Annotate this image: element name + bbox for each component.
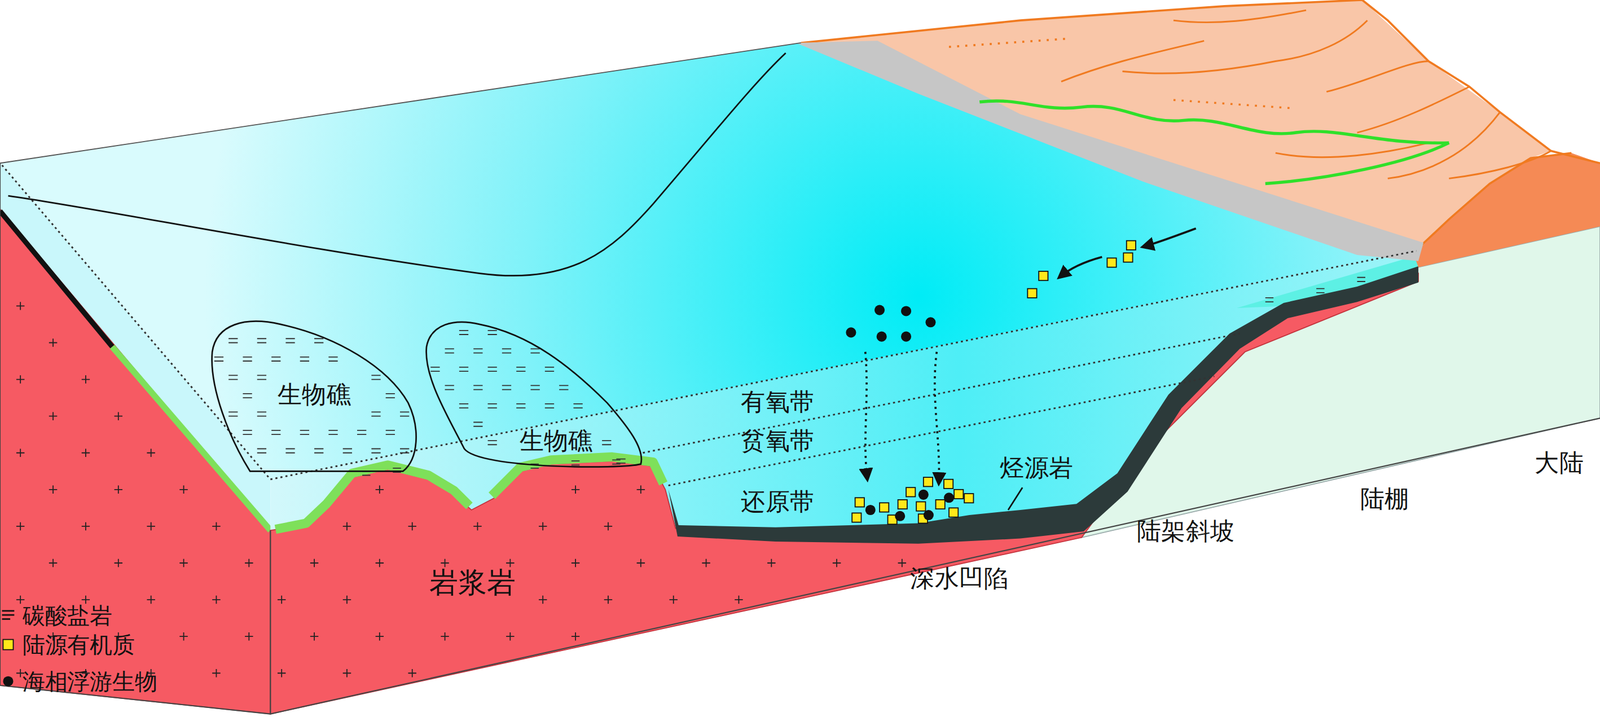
zone-line [668, 376, 1215, 486]
sediment-cluster [851, 477, 974, 525]
surface-contour [7, 53, 786, 276]
region-label: 深水凹陷 [910, 565, 1009, 594]
block-edge [0, 163, 1600, 714]
reef-border [426, 322, 642, 468]
dotted-contours [948, 38, 1291, 109]
callout-label: 烃源岩 [999, 454, 1074, 483]
black-layer [0, 211, 113, 347]
reef-base [275, 464, 470, 530]
rock-label: 岩浆岩 [429, 566, 516, 600]
region-label: 大陆 [1534, 449, 1584, 478]
zone-label: 还原带 [740, 488, 815, 517]
rock-side [0, 209, 271, 715]
carbonate-pattern [214, 338, 410, 453]
carbonate-pattern [430, 330, 626, 464]
region-label: 陆棚 [1360, 485, 1410, 514]
plankton [845, 305, 936, 342]
terrestrial-organics [1027, 240, 1136, 298]
continent-crust [1081, 226, 1600, 538]
zone-line [270, 251, 1417, 480]
land-top [801, 0, 1551, 250]
streams [1061, 10, 1551, 179]
plus-mark [16, 301, 1070, 678]
transport-arrow [1058, 257, 1102, 278]
carbonate-symbol [2, 611, 15, 619]
rock-pattern [16, 301, 1070, 678]
reef-label: 生物礁 [277, 381, 351, 410]
block-edge [0, 42, 802, 164]
river [979, 100, 1449, 184]
block-edge [269, 530, 271, 714]
zone-label: 贫氧带 [740, 427, 815, 456]
carbonate-mark [430, 330, 626, 464]
reef-base [491, 456, 664, 496]
source-rock [668, 266, 1419, 544]
reef-outline: 生物礁 [204, 305, 425, 479]
carbonate-mark [214, 338, 410, 453]
land-edge [1413, 152, 1572, 253]
reef-border [212, 321, 417, 472]
legend-text: 海相浮游生物 [22, 668, 158, 695]
settling-arrow [865, 352, 868, 480]
beach [796, 40, 1424, 262]
reef-outline: 生物礁 [420, 315, 649, 472]
region-label: 陆架斜坡 [1136, 517, 1235, 547]
legend-text: 碳酸盐岩 [22, 602, 113, 629]
zone-label: 有氧带 [740, 388, 815, 417]
transport-arrow [1143, 228, 1197, 248]
plankton-symbol [2, 676, 13, 687]
settling-arrow [934, 352, 940, 484]
reef-label: 生物礁 [519, 427, 593, 456]
legend-text: 陆源有机质 [22, 631, 135, 658]
green-layer [112, 346, 271, 531]
organic-symbol [2, 639, 13, 650]
leader-line [1008, 487, 1023, 511]
zone-line [642, 333, 1240, 454]
